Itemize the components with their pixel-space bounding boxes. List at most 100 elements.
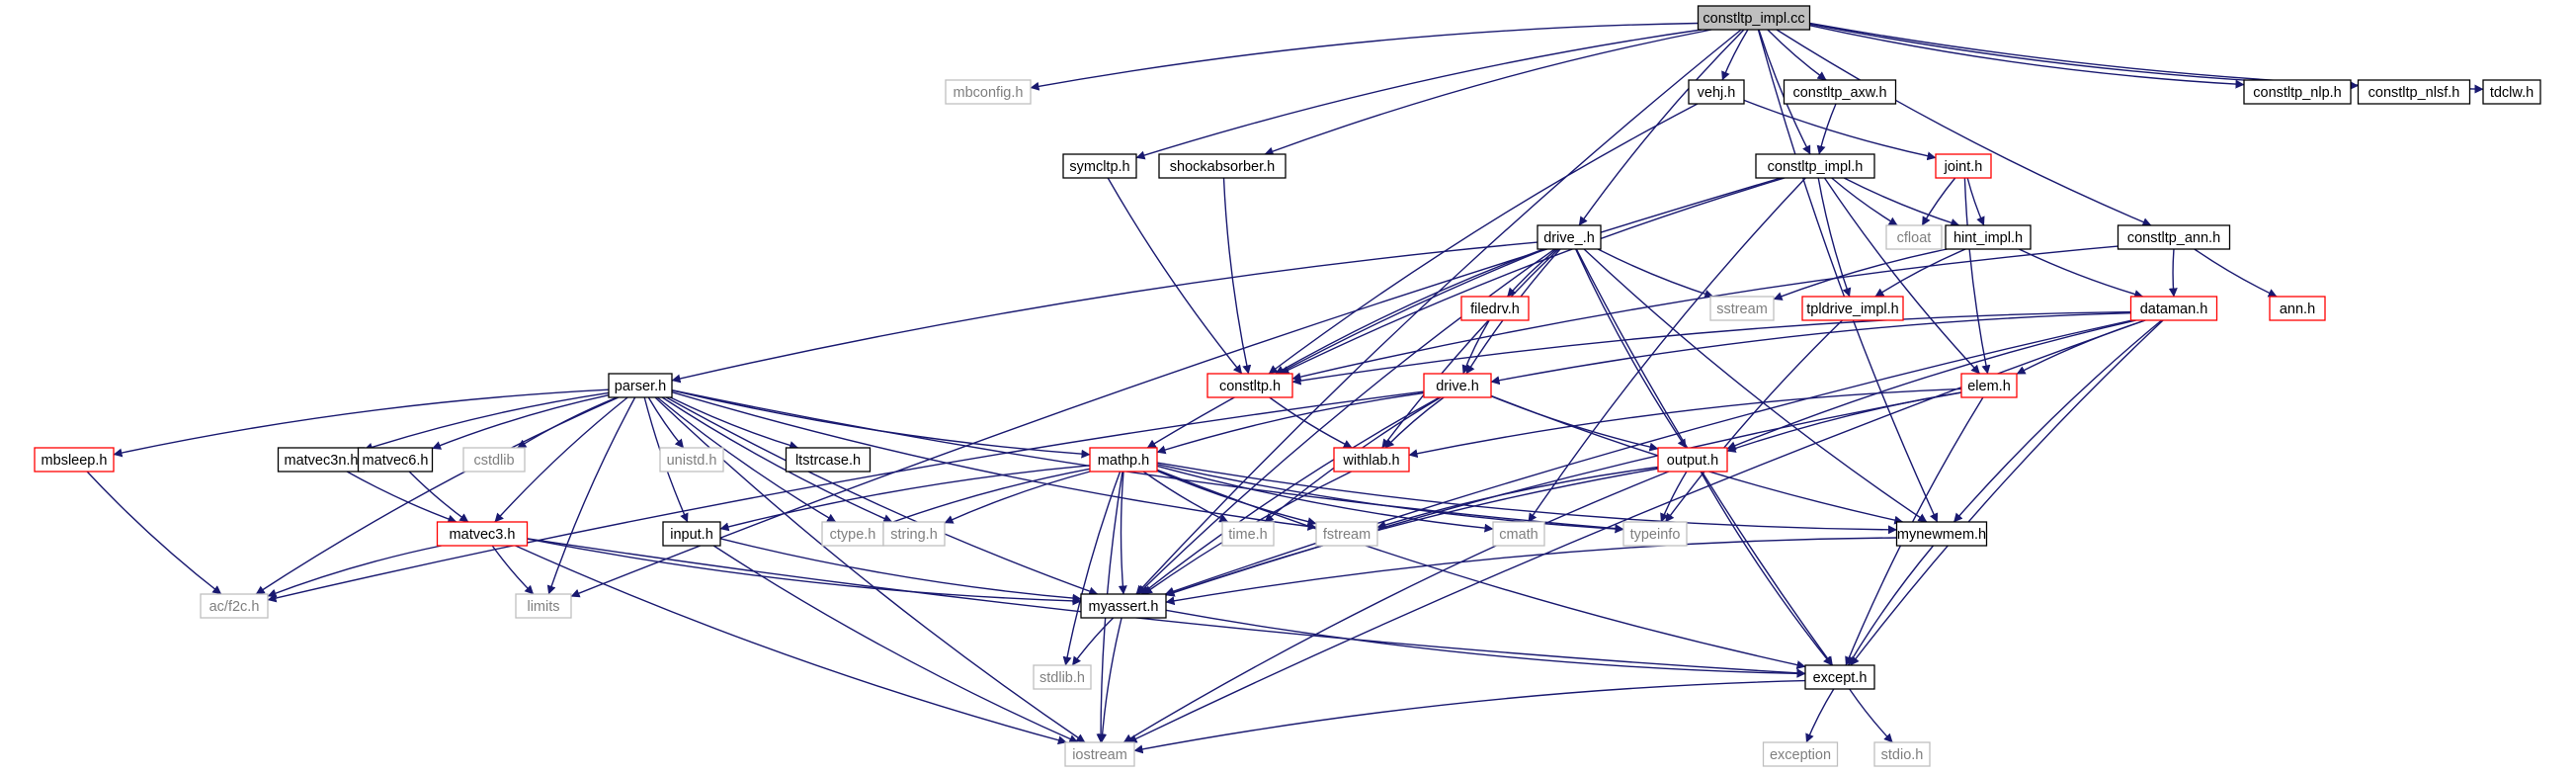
edge-root-to-tdclw bbox=[1809, 22, 2484, 94]
node-matvec6[interactable]: matvec6.h bbox=[357, 447, 434, 473]
edge-mynewmem-to-myassert bbox=[1165, 537, 1897, 606]
node-elem[interactable]: elem.h bbox=[1960, 373, 2018, 398]
node-constltp-nlp[interactable]: constltp_nlp.h bbox=[2243, 79, 2352, 105]
node-box bbox=[1657, 447, 1728, 473]
edge-matvec6-to-matvec3 bbox=[408, 471, 469, 523]
node-label: constltp_impl.cc bbox=[1703, 11, 1804, 27]
node-label: string.h bbox=[890, 527, 938, 543]
edge-mathp-to-ctype bbox=[882, 468, 1091, 527]
node-root[interactable]: constltp_impl.cc bbox=[1697, 5, 1811, 31]
edge-dataman-to-myassert bbox=[1164, 319, 2132, 596]
node-box bbox=[1062, 153, 1137, 179]
node-label: filedrv.h bbox=[1470, 301, 1520, 317]
edge-dataman-to-drive bbox=[1490, 312, 2131, 386]
node-dataman[interactable]: dataman.h bbox=[2129, 296, 2218, 321]
node-box bbox=[1801, 296, 1904, 321]
edge-vehj-to-joint bbox=[1743, 99, 1937, 161]
node-box bbox=[1697, 5, 1811, 31]
node-box bbox=[659, 447, 724, 473]
edge-output-to-typeinfo bbox=[1660, 471, 1688, 523]
node-mynewmem[interactable]: mynewmem.h bbox=[1895, 521, 1988, 547]
edge-parser-to-mbsleep bbox=[113, 388, 610, 458]
edge-hint_impl-to-sstream bbox=[1773, 248, 1948, 301]
node-box bbox=[1089, 447, 1158, 473]
node-label: dataman.h bbox=[2140, 301, 2208, 317]
edge-drive-to-withlab bbox=[1384, 396, 1445, 449]
node-matvec3n[interactable]: matvec3n.h bbox=[277, 447, 366, 473]
node-label: fstream bbox=[1323, 527, 1371, 543]
node-input[interactable]: input.h bbox=[662, 521, 721, 547]
node-withlab[interactable]: withlab.h bbox=[1333, 447, 1410, 473]
node-ann[interactable]: ann.h bbox=[2269, 296, 2326, 321]
node-tpldrive-impl[interactable]: tpldrive_impl.h bbox=[1801, 296, 1904, 321]
node-constltp[interactable]: constltp.h bbox=[1206, 373, 1293, 398]
node-mathp[interactable]: mathp.h bbox=[1089, 447, 1158, 473]
node-drive-[interactable]: drive_.h bbox=[1537, 224, 1602, 250]
node-label: constltp_nlsf.h bbox=[2368, 85, 2460, 101]
node-ltstrcase[interactable]: ltstrcase.h bbox=[785, 447, 872, 473]
edge-myassert-to-iostream bbox=[1098, 617, 1122, 743]
node-constltp-impl-h[interactable]: constltp_impl.h bbox=[1755, 153, 1875, 179]
node-box bbox=[2357, 79, 2471, 105]
node-filedrv[interactable]: filedrv.h bbox=[1460, 296, 1530, 321]
node-label: output.h bbox=[1667, 453, 1718, 469]
node-constltp-nlsf[interactable]: constltp_nlsf.h bbox=[2357, 79, 2471, 105]
node-output[interactable]: output.h bbox=[1657, 447, 1728, 473]
edge-drive_-to-constltp bbox=[1275, 248, 1544, 375]
edge-input-to-myassert bbox=[719, 538, 1082, 603]
edge-vehj-to-constltp bbox=[1268, 103, 1699, 375]
node-label: symcltp.h bbox=[1069, 159, 1129, 175]
edge-dataman-to-constltp bbox=[1291, 310, 2131, 386]
node-symcltp[interactable]: symcltp.h bbox=[1062, 153, 1137, 179]
node-stdlib: stdlib.h bbox=[1033, 664, 1092, 690]
node-label: mbsleep.h bbox=[42, 453, 108, 469]
node-label: myassert.h bbox=[1089, 599, 1159, 615]
node-box bbox=[1080, 593, 1167, 619]
node-hint-impl[interactable]: hint_impl.h bbox=[1945, 224, 2032, 250]
node-parser[interactable]: parser.h bbox=[608, 373, 673, 398]
node-label: time.h bbox=[1228, 527, 1268, 543]
node-label: hint_impl.h bbox=[1953, 230, 2023, 246]
edge-root-to-mynewmem bbox=[1757, 29, 1939, 523]
node-box bbox=[1221, 521, 1275, 547]
node-label: constltp_impl.h bbox=[1768, 159, 1864, 175]
node-box bbox=[1709, 296, 1775, 321]
edge-drive_-to-parser bbox=[671, 241, 1538, 384]
node-label: constltp_nlp.h bbox=[2253, 85, 2341, 101]
node-box bbox=[1960, 373, 2018, 398]
node-label: stdio.h bbox=[1881, 747, 1924, 763]
edge-except-to-stdio bbox=[1849, 688, 1893, 743]
node-label: constltp_axw.h bbox=[1792, 85, 1886, 101]
node-box bbox=[1622, 521, 1688, 547]
node-constltp-axw[interactable]: constltp_axw.h bbox=[1783, 79, 1897, 105]
edge-mathp-to-input bbox=[719, 465, 1091, 532]
node-mbsleep[interactable]: mbsleep.h bbox=[34, 447, 115, 473]
node-unistd: unistd.h bbox=[659, 447, 724, 473]
node-label: exception bbox=[1770, 747, 1831, 763]
node-box bbox=[34, 447, 115, 473]
node-box bbox=[200, 593, 269, 619]
node-drive[interactable]: drive.h bbox=[1423, 373, 1492, 398]
node-box bbox=[1755, 153, 1875, 179]
node-box bbox=[1537, 224, 1602, 250]
node-box bbox=[1315, 521, 1378, 547]
node-vehj[interactable]: vehj.h bbox=[1688, 79, 1745, 105]
edge-drive_-to-myassert bbox=[1137, 248, 1555, 595]
node-myassert[interactable]: myassert.h bbox=[1080, 593, 1167, 619]
node-shockabsorber[interactable]: shockabsorber.h bbox=[1158, 153, 1287, 179]
node-box bbox=[1033, 664, 1092, 690]
node-box bbox=[1064, 741, 1135, 767]
node-matvec3[interactable]: matvec3.h bbox=[436, 521, 529, 547]
edge-parser-to-mathp bbox=[671, 389, 1091, 459]
node-tdclw[interactable]: tdclw.h bbox=[2482, 79, 2541, 105]
node-joint[interactable]: joint.h bbox=[1935, 153, 1992, 179]
node-except[interactable]: except.h bbox=[1804, 664, 1875, 690]
node-label: ac/f2c.h bbox=[209, 599, 260, 615]
node-label: elem.h bbox=[1967, 379, 2011, 394]
edge-except-to-exception bbox=[1805, 688, 1835, 743]
edge-joint-to-elem bbox=[1963, 177, 1991, 375]
edge-drive_-to-sstream bbox=[1597, 248, 1714, 299]
node-ctype: ctype.h bbox=[821, 521, 884, 547]
node-constltp-ann[interactable]: constltp_ann.h bbox=[2117, 224, 2231, 250]
